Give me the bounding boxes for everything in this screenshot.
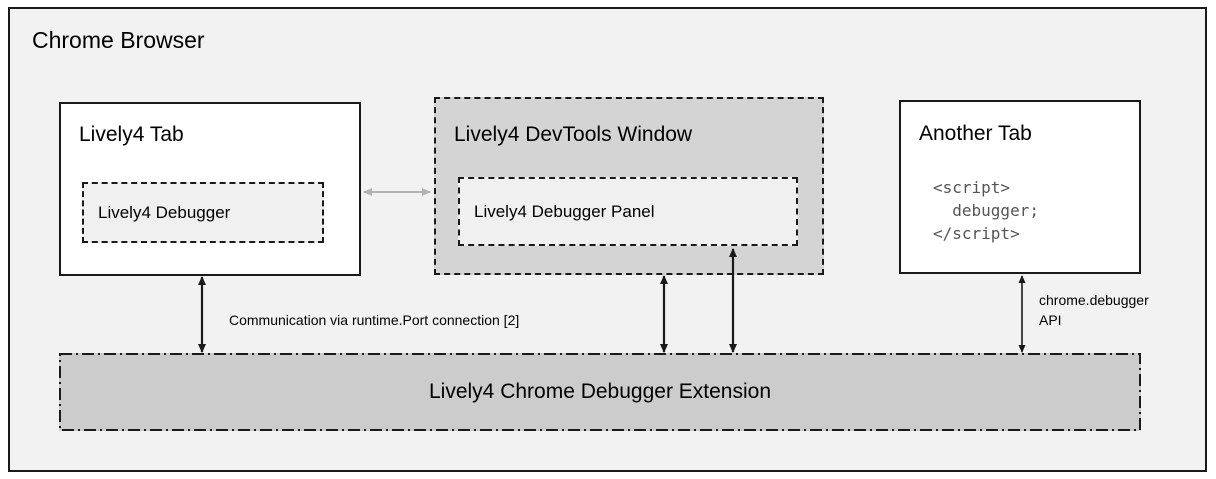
- chrome-debugger-api-label-line2: API: [1039, 312, 1062, 328]
- lively4-debugger-panel-label: Lively4 Debugger Panel: [474, 201, 655, 221]
- lively4-devtools-window-title: Lively4 DevTools Window: [454, 123, 693, 146]
- extension-bar-label: Lively4 Chrome Debugger Extension: [428, 380, 772, 403]
- another-tab-box: Another Tab <script> debugger; </script>: [899, 100, 1141, 274]
- another-tab-code-snippet: <script> debugger; </script>: [933, 178, 1039, 244]
- chrome-debugger-api-label-line1: chrome.debugger: [1039, 292, 1149, 308]
- lively4-tab-box: Lively4 Tab Lively4 Debugger: [59, 102, 361, 276]
- lively4-devtools-window-box: Lively4 DevTools Window Lively4 Debugger…: [434, 97, 824, 275]
- lively4-chrome-debugger-extension-bar: Lively4 Chrome Debugger Extension: [59, 353, 1141, 431]
- lively4-tab-title: Lively4 Tab: [79, 123, 184, 146]
- lively4-debugger-label: Lively4 Debugger: [98, 202, 231, 222]
- lively4-debugger-subbox: Lively4 Debugger: [82, 182, 324, 243]
- another-tab-title: Another Tab: [919, 122, 1032, 145]
- chrome-browser-title: Chrome Browser: [32, 27, 205, 53]
- lively4-debugger-panel-subbox: Lively4 Debugger Panel: [458, 177, 798, 246]
- port-connection-label: Communication via runtime.Port connectio…: [229, 312, 520, 328]
